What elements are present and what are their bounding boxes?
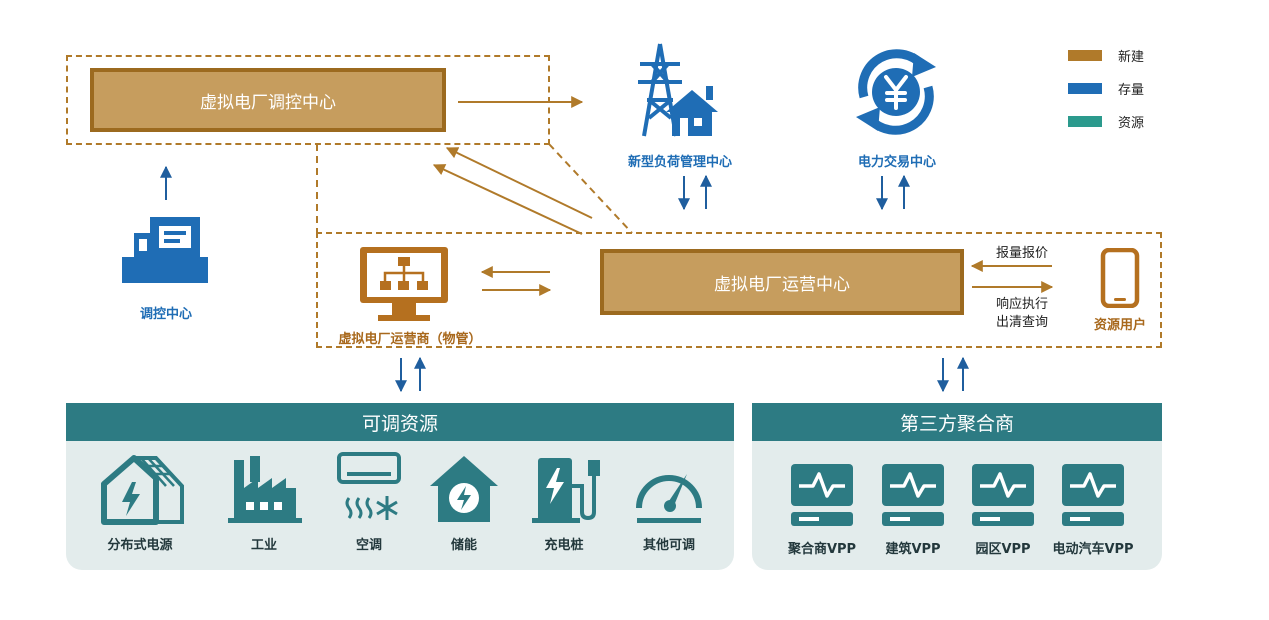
vpp-server-icon [1062, 464, 1124, 526]
power-trading-center-label: 电力交易中心 [857, 155, 936, 170]
legend-swatch-resource [1068, 116, 1102, 127]
clearing-query-label: 出清查询 [995, 315, 1048, 330]
solar-house-icon [101, 455, 184, 525]
vpp-server-icon [791, 464, 853, 526]
vpp-server-icon [972, 464, 1034, 526]
energy-storage-icon [430, 456, 498, 522]
air-conditioner-icon [337, 452, 401, 520]
gauge-icon [636, 474, 702, 523]
park-vpp: 园区VPP [953, 460, 1053, 557]
smartphone-icon [1100, 248, 1140, 308]
vpp-control-center-label: 虚拟电厂调控中心 [200, 92, 336, 113]
adjustable-resources-title: 可调资源 [361, 412, 438, 435]
legend-label-resource: 资源 [1118, 116, 1145, 131]
other-adjustable-label: 其他可调 [642, 538, 695, 553]
currency-exchange-icon [856, 49, 936, 135]
vpp-operation-center-label: 虚拟电厂运营中心 [714, 274, 850, 295]
dispatch-center-label: 调控中心 [139, 307, 192, 322]
legend-swatch-existing [1068, 83, 1102, 94]
charging-pile-icon [532, 458, 600, 523]
ev-vpp: 电动汽车VPP [1043, 460, 1143, 557]
factory-icon [228, 456, 302, 523]
aggregator-vpp-label: 聚合商VPP [787, 542, 857, 557]
building-vpp-label: 建筑VPP [885, 542, 941, 557]
legend-swatch-new [1068, 50, 1102, 61]
industry-label: 工业 [250, 538, 277, 553]
vpp-server-icon [882, 464, 944, 526]
bid-offer-label: 报量报价 [995, 246, 1048, 261]
third-party-aggregator-header: 第三方聚合商 [752, 403, 1162, 441]
resource-distributed-power: 分布式电源 [90, 452, 190, 553]
park-vpp-label: 园区VPP [975, 542, 1031, 557]
response-execution-label: 响应执行 [995, 297, 1048, 312]
resource-industry: 工业 [214, 452, 314, 553]
legend-label-new: 新建 [1118, 50, 1145, 65]
adjustable-resources-header: 可调资源 [66, 403, 734, 441]
distributed-power-label: 分布式电源 [107, 538, 173, 553]
resource-charging-pile: 充电桩 [514, 452, 614, 553]
ev-vpp-label: 电动汽车VPP [1052, 542, 1134, 557]
operation-zone-outline [316, 232, 1162, 348]
aggregator-vpp: 聚合商VPP [772, 460, 872, 557]
vpp-control-center-box: 虚拟电厂调控中心 [90, 68, 446, 132]
power-tower-house-icon [638, 43, 718, 137]
air-conditioning-label: 空调 [355, 538, 382, 553]
resource-other-adjustable: 其他可调 [619, 452, 719, 553]
vpp-operator-label: 虚拟电厂运营商（物管） [338, 332, 482, 347]
legend-item-new: 新建 [1068, 46, 1144, 65]
legend-item-resource: 资源 [1068, 112, 1144, 131]
legend-item-existing: 存量 [1068, 79, 1144, 98]
resource-user-label: 资源用户 [1093, 318, 1146, 333]
building-vpp: 建筑VPP [863, 460, 963, 557]
energy-storage-label: 储能 [450, 538, 477, 553]
dispatch-building-icon [122, 217, 208, 283]
resource-energy-storage: 储能 [414, 452, 514, 553]
third-party-aggregator-title: 第三方聚合商 [899, 412, 1014, 435]
legend-label-existing: 存量 [1118, 83, 1145, 98]
charging-pile-label: 充电桩 [544, 538, 584, 553]
resource-air-conditioning: 空调 [319, 452, 419, 553]
vpp-operation-center-box: 虚拟电厂运营中心 [600, 249, 964, 315]
load-management-center-label: 新型负荷管理中心 [627, 155, 732, 170]
control-zone-outline [66, 55, 550, 145]
monitor-hierarchy-icon [360, 247, 448, 321]
